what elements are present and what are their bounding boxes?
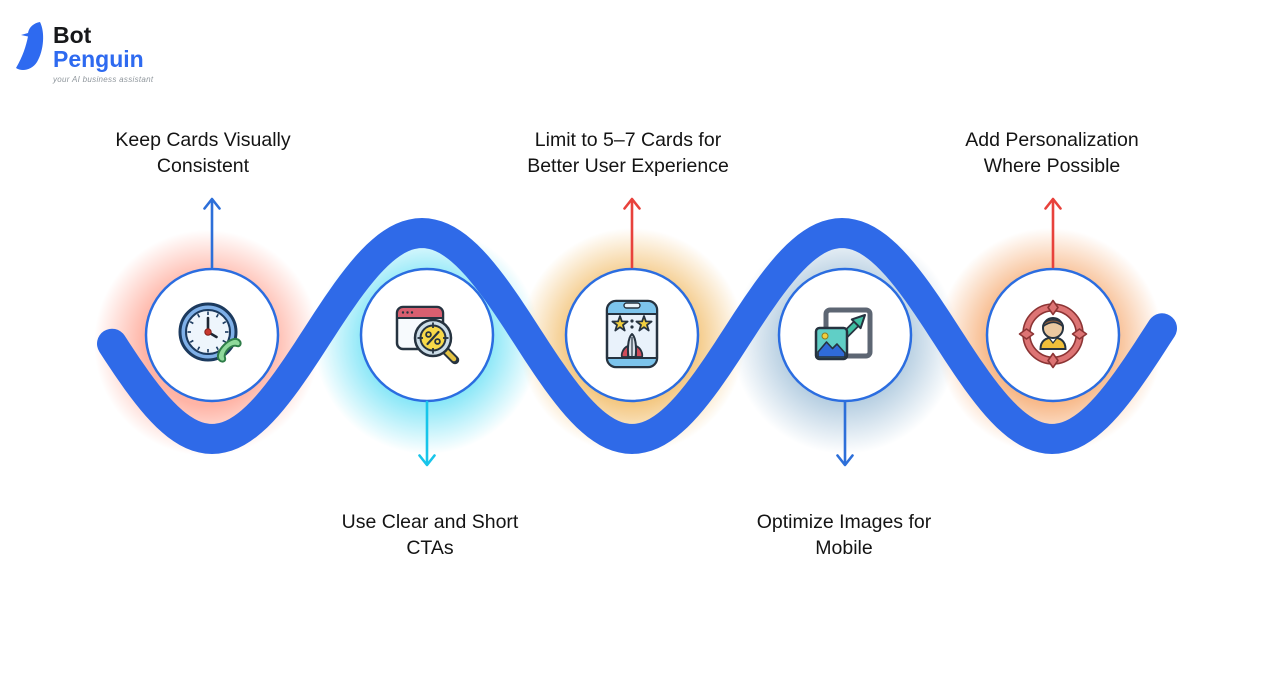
step-label-4: Optimize Images for Mobile <box>694 509 994 561</box>
label-line: Better User Experience <box>527 155 729 177</box>
label-line: Limit to 5–7 Cards for <box>534 129 722 151</box>
discount-search-icon <box>395 305 460 365</box>
label-line: Where Possible <box>983 155 1121 177</box>
star-icon <box>635 315 653 332</box>
person-target-icon <box>1018 299 1088 369</box>
logo-brand-line2: Penguin <box>53 46 144 72</box>
rocket-icon <box>620 333 644 358</box>
wave-path <box>97 217 1177 455</box>
label-line: Keep Cards Visually <box>115 129 291 151</box>
star-icon <box>611 315 629 332</box>
step-label-2: Use Clear and Short CTAs <box>280 509 580 561</box>
logo-tagline: your AI business assistant <box>53 75 154 85</box>
arrow-up-step-1 <box>203 197 221 269</box>
label-line: Optimize Images for <box>756 511 932 533</box>
arrow-up-step-5 <box>1044 197 1062 269</box>
label-line: Consistent <box>156 155 250 177</box>
arrow-down-step-2 <box>418 400 436 467</box>
logo-brand-line1: Bot <box>53 22 92 48</box>
arrow-up-step-3 <box>623 197 641 269</box>
step-label-3: Limit to 5–7 Cards for Better User Exper… <box>478 127 778 179</box>
image-resize-icon <box>814 307 873 361</box>
botpenguin-logo: Bot Penguin your AI business assistant <box>14 20 153 84</box>
step-label-1: Keep Cards Visually Consistent <box>53 127 353 179</box>
card-rocket-icon <box>605 299 659 369</box>
arrow-down-step-4 <box>836 400 854 467</box>
label-line: CTAs <box>406 537 454 559</box>
label-line: Use Clear and Short <box>341 511 519 533</box>
clock-phone-icon <box>178 302 242 363</box>
label-line: Mobile <box>815 537 873 559</box>
clock-ticks <box>187 311 229 353</box>
penguin-icon <box>16 22 44 70</box>
label-line: Add Personalization <box>965 129 1139 151</box>
step-label-5: Add Personalization Where Possible <box>902 127 1202 179</box>
